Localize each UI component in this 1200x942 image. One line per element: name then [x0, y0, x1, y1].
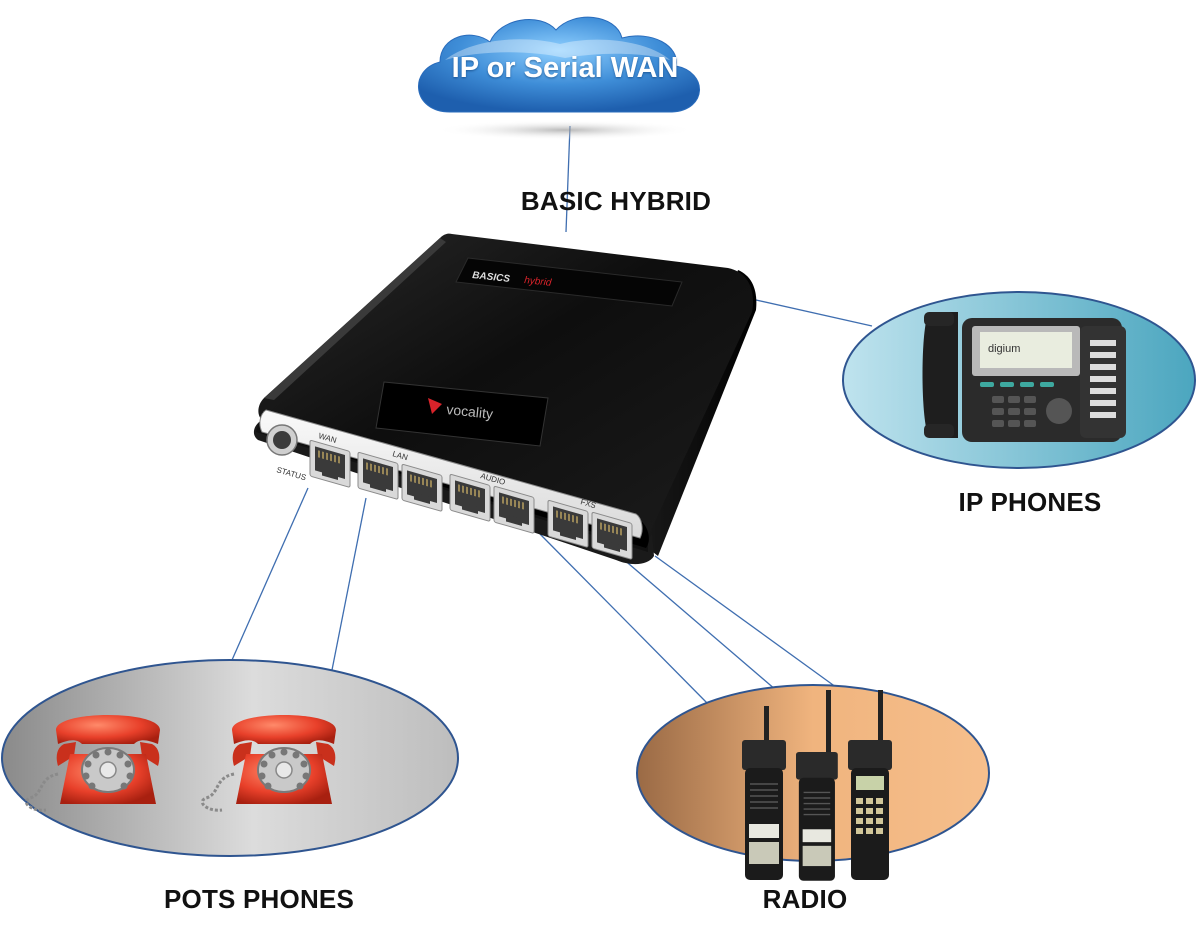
- radio-caption: RADIO: [762, 884, 848, 914]
- lan-port-label: LAN: [391, 449, 409, 462]
- ip-phones-link-line: [755, 299, 873, 327]
- brand-logo-icon: [428, 398, 442, 414]
- fxs-port-label: FXS: [579, 497, 596, 510]
- status-connector: [266, 424, 298, 456]
- pots-phones-caption: POTS PHONES: [163, 884, 355, 914]
- ip-phones-caption: IP PHONES: [958, 487, 1102, 517]
- radio-link-line-1: [539, 533, 711, 707]
- radio-link-line-2: [607, 545, 777, 691]
- wan-cloud-label: IP or Serial WAN: [451, 52, 679, 84]
- ip-phone-brand-text: digium: [988, 343, 1020, 355]
- device-caption: BASIC HYBRID: [520, 186, 712, 216]
- two-way-radio-icon: [795, 690, 839, 882]
- ip-phone-icon: digium: [922, 312, 1126, 442]
- pots-phones-group: [1, 659, 459, 857]
- radio-link-line-3: [654, 555, 841, 691]
- device-model-label: BASICS: [472, 270, 511, 285]
- basic-hybrid-device: BASICS hybrid vocality WAN LAN AUDIO FXS…: [253, 233, 757, 565]
- connection-lines: [231, 125, 873, 707]
- ip-phones-group: digium: [842, 291, 1196, 469]
- wan-cloud: [417, 16, 700, 140]
- pots-link-line-1: [231, 487, 309, 661]
- two-way-radio-icon: [848, 690, 892, 880]
- device-variant-label: hybrid: [524, 275, 553, 289]
- radio-group: [636, 684, 990, 882]
- two-way-radio-icon: [741, 706, 787, 881]
- pots-link-line-2: [331, 497, 367, 671]
- device-brand-label: vocality: [446, 401, 494, 422]
- wan-link-line: [565, 125, 571, 233]
- status-label: STATUS: [275, 465, 307, 482]
